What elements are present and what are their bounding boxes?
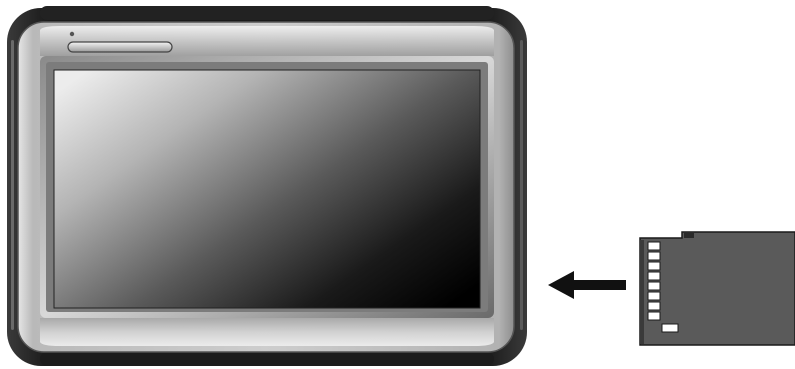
status-led	[70, 32, 74, 36]
device-left-edge-highlight	[11, 40, 14, 330]
device-screen	[54, 70, 480, 308]
insert-arrow-head	[548, 271, 574, 299]
navigation-device	[7, 6, 527, 366]
power-button[interactable]	[68, 42, 172, 52]
sd-contact	[648, 252, 660, 260]
device-bezel-bottom-band	[40, 318, 494, 346]
sd-contact	[648, 262, 660, 270]
device-right-edge-highlight	[520, 40, 523, 330]
sd-card	[640, 232, 795, 345]
sd-contact	[648, 242, 660, 250]
sd-card-edge-strip	[640, 240, 644, 344]
insert-arrow	[548, 271, 626, 299]
sd-contact	[648, 302, 660, 310]
device-top-lip	[40, 6, 494, 20]
sd-contact	[648, 292, 660, 300]
sd-contact	[648, 272, 660, 280]
sd-contact	[648, 312, 660, 320]
insert-arrow-shaft	[572, 280, 626, 290]
device-bottom-lip	[40, 352, 494, 366]
sd-card-notch	[684, 232, 694, 238]
sd-contact	[648, 282, 660, 290]
sd-contact	[662, 324, 678, 332]
